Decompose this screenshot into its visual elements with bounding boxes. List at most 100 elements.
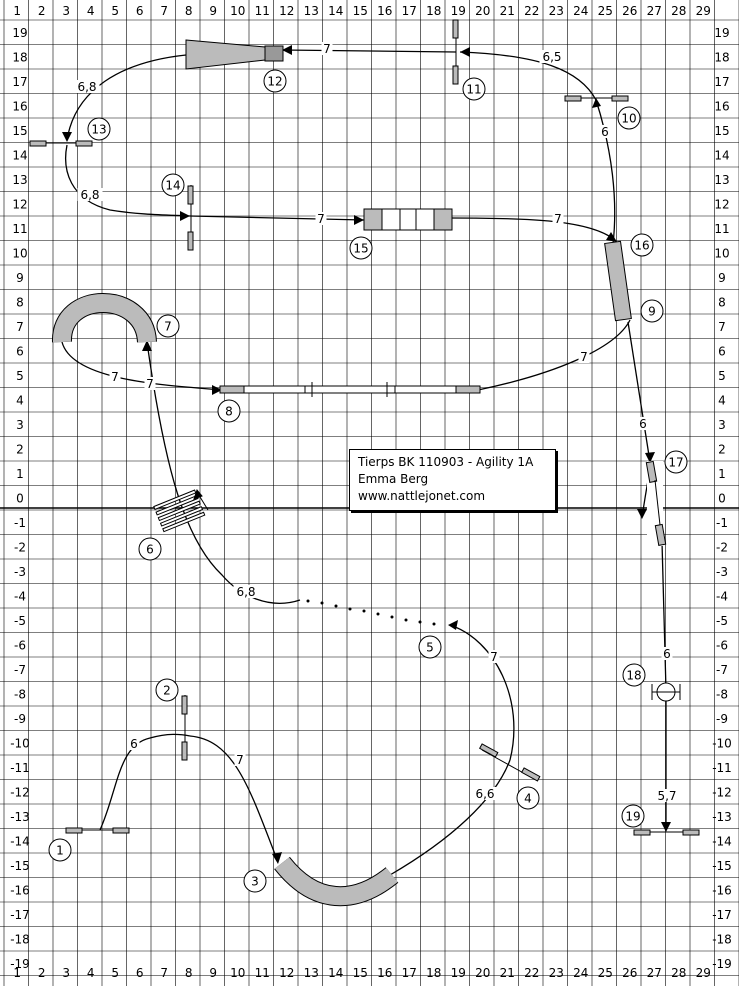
distance-label: 6 <box>661 647 673 661</box>
svg-text:6: 6 <box>639 417 647 431</box>
arrow-into-7 <box>142 340 152 351</box>
col-label: 12 <box>279 4 294 18</box>
distance-label: 6 <box>128 737 140 751</box>
row-label-right: 10 <box>714 247 729 261</box>
row-label-right: 1 <box>718 467 726 481</box>
row-label-right: -8 <box>716 688 728 702</box>
row-label-right: 18 <box>714 51 729 65</box>
col-label: 1 <box>13 4 21 18</box>
obstacle-number-1: 1 <box>48 838 72 862</box>
svg-text:13: 13 <box>91 123 106 137</box>
col-label-bottom: 14 <box>328 966 343 980</box>
row-label-right: -14 <box>712 835 732 849</box>
dotted-path <box>306 599 436 626</box>
col-label: 26 <box>622 4 637 18</box>
row-label-right: 13 <box>714 173 729 187</box>
row-label-right: -19 <box>712 957 732 971</box>
col-label-bottom: 10 <box>230 966 245 980</box>
row-label-left: 17 <box>12 75 27 89</box>
svg-text:6: 6 <box>130 737 138 751</box>
row-label-right: -15 <box>712 859 732 873</box>
row-label-left: -16 <box>10 884 30 898</box>
row-label-right: 11 <box>714 222 729 236</box>
row-label-left: 4 <box>16 394 24 408</box>
col-label-bottom: 20 <box>475 966 490 980</box>
row-label-left: -14 <box>10 835 30 849</box>
obstacle-number-11: 11 <box>462 77 486 101</box>
course-title: Tierps BK 110903 - Agility 1A <box>358 455 534 469</box>
distance-label: 7 <box>321 42 333 56</box>
col-label-bottom: 17 <box>402 966 417 980</box>
row-label-left: -17 <box>10 908 30 922</box>
svg-text:10: 10 <box>621 112 636 126</box>
obstacle-number-12: 12 <box>263 69 287 93</box>
svg-text:6: 6 <box>663 647 671 661</box>
col-label: 20 <box>475 4 490 18</box>
arrow-into-15 <box>354 215 364 225</box>
website-url: www.nattlejonet.com <box>358 489 486 503</box>
col-label: 8 <box>185 4 193 18</box>
col-label-bottom: 5 <box>111 966 119 980</box>
col-label-bottom: 15 <box>353 966 368 980</box>
arrow-into-5 <box>448 620 458 630</box>
row-label-left: -1 <box>14 516 26 530</box>
obstacle-number-7: 7 <box>156 314 180 338</box>
col-label-bottom: 26 <box>622 966 637 980</box>
svg-text:6,6: 6,6 <box>475 787 494 801</box>
col-label-bottom: 25 <box>598 966 613 980</box>
col-label-bottom: 22 <box>524 966 539 980</box>
distance-label: 6,8 <box>233 585 259 599</box>
arrow-loop-17 <box>637 509 647 519</box>
row-label-right: -11 <box>712 761 732 775</box>
svg-text:7: 7 <box>580 350 588 364</box>
svg-text:3: 3 <box>251 875 259 889</box>
row-label-right: 6 <box>718 345 726 359</box>
col-label-bottom: 29 <box>696 966 711 980</box>
col-label: 11 <box>255 4 270 18</box>
obstacle-number-2: 2 <box>155 678 179 702</box>
col-label-bottom: 24 <box>573 966 588 980</box>
path-4-5 <box>449 624 515 761</box>
row-label-left: 11 <box>12 222 27 236</box>
col-label: 4 <box>87 4 95 18</box>
arrow-into-8 <box>212 385 222 395</box>
svg-text:7: 7 <box>317 212 325 226</box>
distance-label: 7 <box>578 350 590 364</box>
row-label-left: -5 <box>14 614 26 628</box>
col-label: 16 <box>377 4 392 18</box>
distance-label: 6,6 <box>472 787 498 801</box>
row-label-left: 19 <box>12 26 27 40</box>
obstacle-number-15: 15 <box>349 236 373 260</box>
col-label-bottom: 7 <box>160 966 168 980</box>
row-label-left: 13 <box>12 173 27 187</box>
distance-label: 7 <box>144 377 156 391</box>
row-label-left: -8 <box>14 688 26 702</box>
col-label-bottom: 4 <box>87 966 95 980</box>
path-7-8 <box>61 341 223 391</box>
row-label-left: 18 <box>12 51 27 65</box>
row-label-right: 14 <box>714 149 729 163</box>
obstacle-number-10: 10 <box>617 106 641 130</box>
svg-text:1: 1 <box>56 844 64 858</box>
path-11-12 <box>281 49 457 53</box>
col-label-bottom: 21 <box>500 966 515 980</box>
col-label: 6 <box>136 4 144 18</box>
col-label-bottom: 18 <box>426 966 441 980</box>
path-9-17 <box>627 321 651 463</box>
obstacle-number-6: 6 <box>138 537 162 561</box>
col-label: 13 <box>304 4 319 18</box>
path-15-16 <box>451 217 616 241</box>
distance-label: 6 <box>637 417 649 431</box>
col-label-bottom: 23 <box>549 966 564 980</box>
row-label-left: 16 <box>12 100 27 114</box>
col-label: 24 <box>573 4 588 18</box>
obstacle-number-18: 18 <box>622 663 646 687</box>
svg-text:6: 6 <box>146 543 154 557</box>
arrow-into-17 <box>645 452 655 463</box>
row-label-left: 3 <box>16 418 24 432</box>
row-label-right: 17 <box>714 75 729 89</box>
tyre-direction-arrow <box>193 488 209 511</box>
row-label-right: -5 <box>716 614 728 628</box>
row-label-right: 2 <box>718 443 726 457</box>
row-label-left: 8 <box>16 296 24 310</box>
